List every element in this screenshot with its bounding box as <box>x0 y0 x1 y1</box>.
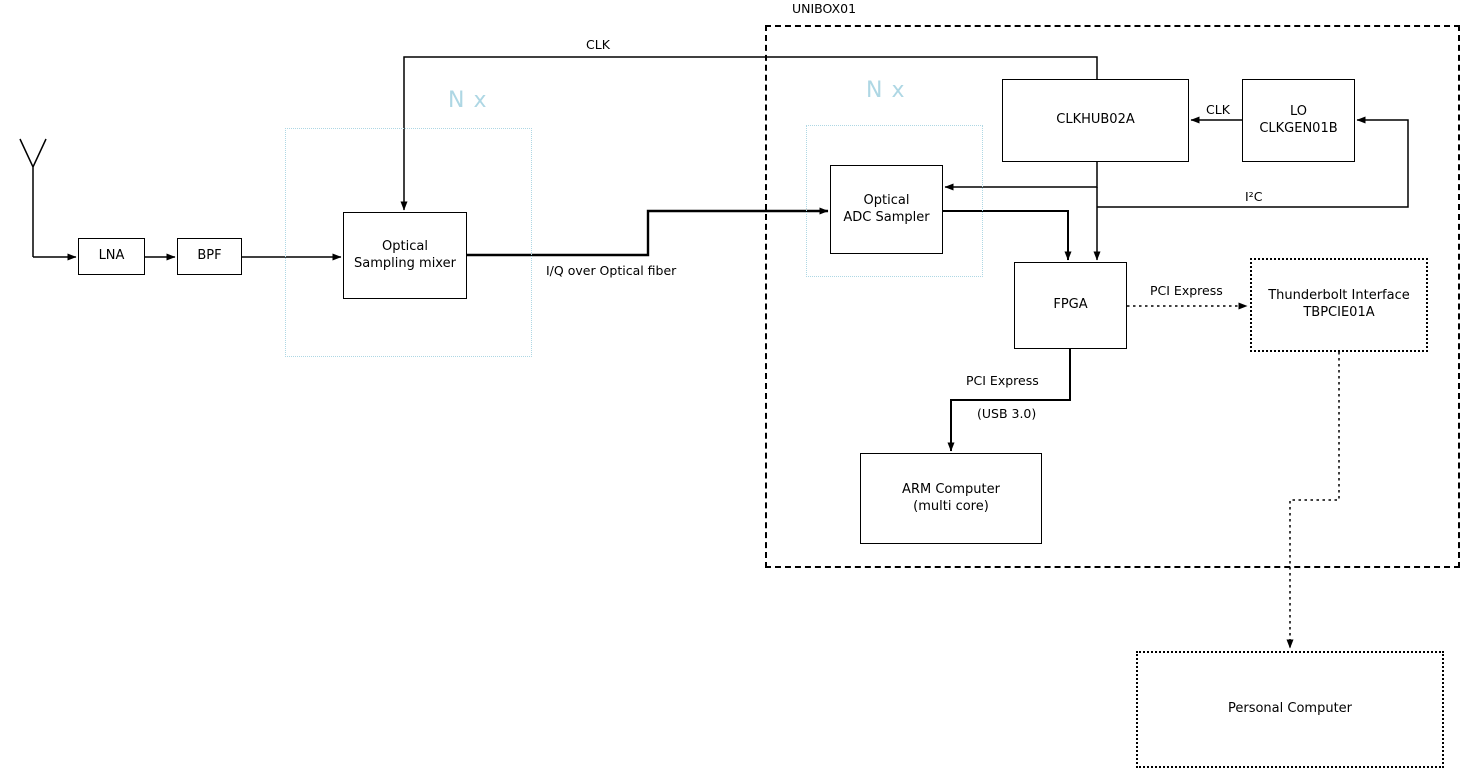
block-fpga: FPGA <box>1014 262 1127 349</box>
label-clk-lo-to-hub: CLK <box>1206 102 1230 117</box>
label-clk-top: CLK <box>586 37 610 52</box>
nx-group-adc <box>806 125 983 277</box>
edge-thunderbolt-to-pc <box>1286 352 1340 649</box>
block-arm-computer: ARM Computer (multi core) <box>860 453 1042 544</box>
nx-label-adc: N x <box>866 78 906 103</box>
label-pci-express-thunderbolt: PCI Express <box>1150 283 1223 298</box>
block-optical-adc-sampler: Optical ADC Sampler <box>830 165 943 254</box>
antenna-icon <box>19 138 47 257</box>
label-iq-optical-fiber: I/Q over Optical fiber <box>546 263 677 278</box>
label-i2c: I²C <box>1245 189 1263 204</box>
label-usb-30: (USB 3.0) <box>977 406 1037 421</box>
block-optical-sampling-mixer: Optical Sampling mixer <box>343 212 467 299</box>
block-clkhub02a: CLKHUB02A <box>1002 79 1189 162</box>
edge-clk-hub-to-mixer <box>400 56 1098 211</box>
edge-fpga-to-arm <box>947 349 1071 452</box>
edge-iq-optical-fiber <box>467 207 829 257</box>
block-bpf: BPF <box>177 238 242 275</box>
unibox01-enclosure <box>765 25 1460 568</box>
nx-group-frontend <box>285 128 532 357</box>
edge-i2c <box>1097 116 1409 208</box>
nx-label-frontend: N x <box>448 88 488 113</box>
block-lo-clkgen01b: LO CLKGEN01B <box>1242 79 1355 162</box>
edge-adc-to-fpga-data <box>943 210 1072 261</box>
block-thunderbolt-interface: Thunderbolt Interface TBPCIE01A <box>1250 258 1428 352</box>
label-pci-express-arm: PCI Express <box>966 373 1039 388</box>
block-lna: LNA <box>78 238 145 275</box>
block-personal-computer: Personal Computer <box>1136 651 1444 768</box>
unibox01-label: UNIBOX01 <box>792 1 857 16</box>
